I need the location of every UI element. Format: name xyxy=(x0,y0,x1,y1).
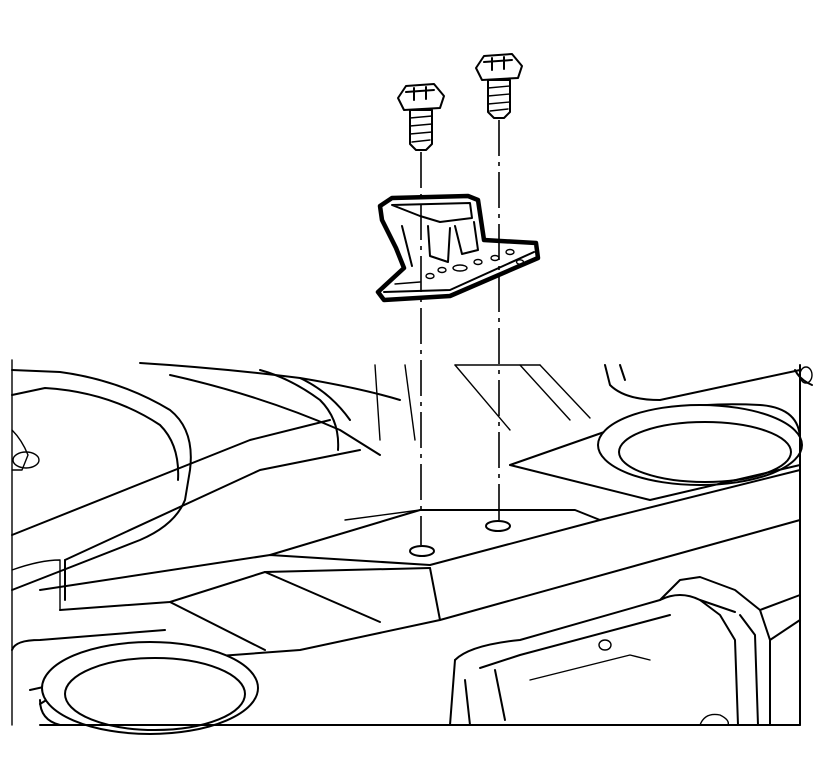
alignment-lines xyxy=(420,120,500,545)
bracket xyxy=(375,193,541,303)
bolt-right xyxy=(475,53,523,119)
crossmember xyxy=(11,359,813,735)
bolt-left xyxy=(397,83,445,151)
mounting-hole-left xyxy=(409,545,435,557)
mounting-holes xyxy=(409,520,511,557)
mounting-hole-right xyxy=(485,520,511,532)
